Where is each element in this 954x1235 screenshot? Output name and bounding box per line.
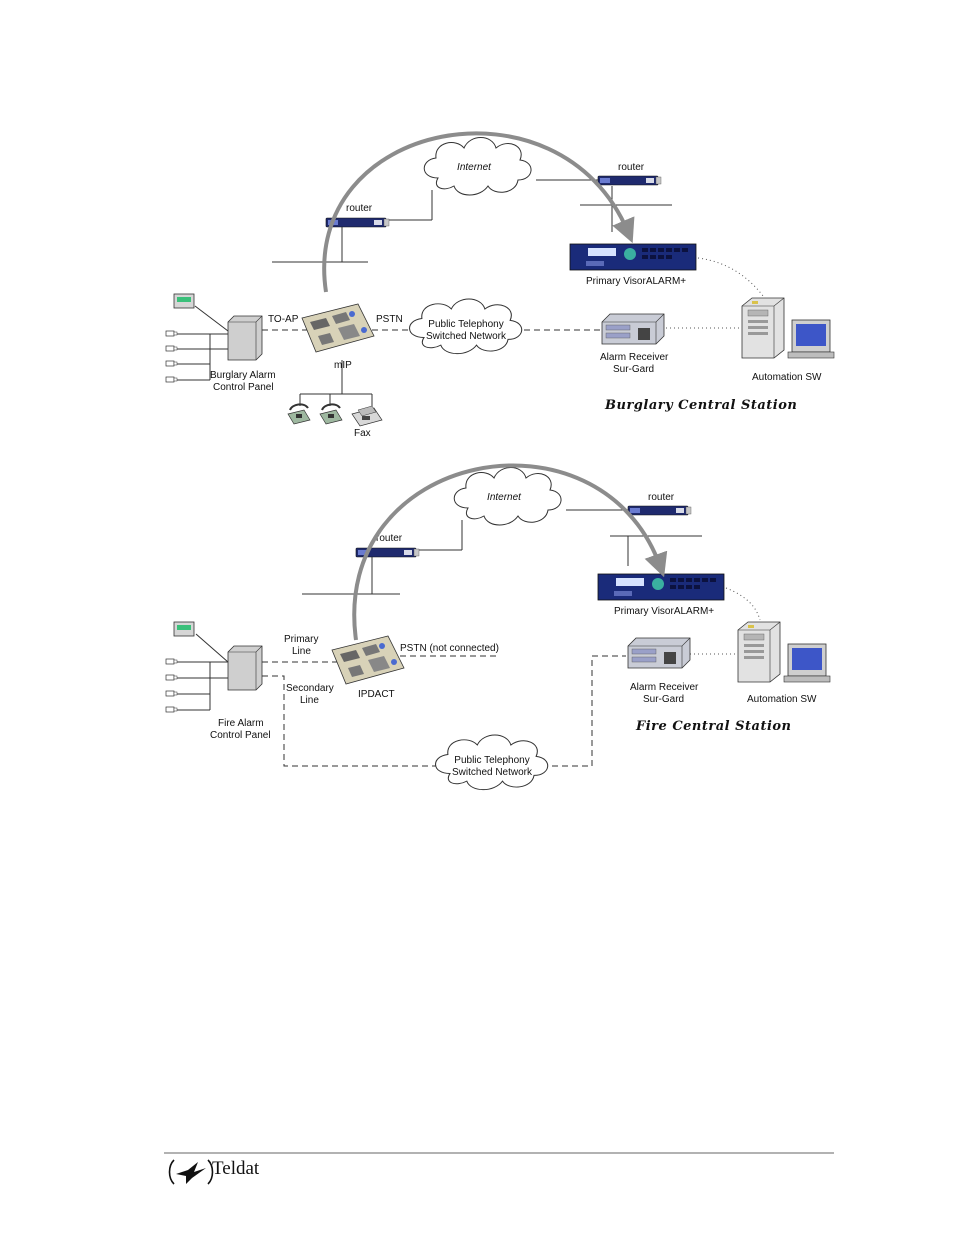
ipdact-board bbox=[331, 635, 405, 685]
router-right bbox=[597, 175, 662, 186]
sensor-icon bbox=[165, 706, 178, 713]
fax-icon bbox=[351, 405, 383, 427]
fire-pstn-cloud: Public Telephony Switched Network bbox=[435, 734, 549, 791]
to-ap-label: TO-AP bbox=[268, 314, 299, 325]
fire-automation-server bbox=[737, 621, 831, 683]
phone-icon bbox=[287, 403, 311, 425]
internet-arc bbox=[322, 131, 635, 293]
pstn-cloud-line1: Public Telephony bbox=[428, 319, 503, 330]
receiver-line2: Sur-Gard bbox=[613, 364, 654, 375]
fire-pstn-cloud-line2: Switched Network bbox=[452, 767, 533, 778]
internet-label: Internet bbox=[457, 162, 492, 173]
fire-internet-arc bbox=[352, 463, 668, 641]
automation-label: Automation SW bbox=[752, 372, 822, 383]
fire-panel-line1: Fire Alarm bbox=[218, 718, 264, 729]
fire-router-left-label: router bbox=[376, 533, 403, 544]
burglary-station-title: Burglary Central Station bbox=[604, 398, 797, 413]
secondary-line-label-2: Line bbox=[300, 695, 319, 706]
fire-router-right-label: router bbox=[648, 492, 675, 503]
fire-primary-visoralarm-label: Primary VisorALARM+ bbox=[614, 606, 714, 617]
panel-label-line2: Control Panel bbox=[213, 382, 274, 393]
fire-internet-label: Internet bbox=[487, 492, 522, 503]
burglary-diagram: Internet router router Primary VisorALAR… bbox=[165, 131, 835, 439]
fire-internet-cloud: Internet bbox=[453, 467, 562, 526]
alarm-receiver bbox=[601, 313, 665, 345]
fire-primary-visoralarm bbox=[597, 573, 725, 601]
fire-control-panel bbox=[227, 645, 263, 691]
primary-line-label-2: Line bbox=[292, 646, 311, 657]
fire-station-title: Fire Central Station bbox=[635, 719, 792, 734]
fire-diagram: Internet router router Primary VisorALAR… bbox=[165, 463, 831, 791]
fax-label: Fax bbox=[354, 428, 371, 439]
panel-label-line1: Burglary Alarm bbox=[210, 370, 276, 381]
fire-receiver-line2: Sur-Gard bbox=[643, 694, 684, 705]
footer-brand: Teldat bbox=[212, 1158, 260, 1179]
footer: Teldat bbox=[164, 1152, 834, 1185]
phone-icon bbox=[319, 403, 343, 425]
fire-automation-label: Automation SW bbox=[747, 694, 817, 705]
ipdact-label: IPDACT bbox=[358, 689, 395, 700]
burglary-control-panel bbox=[227, 315, 263, 361]
sensor-icon bbox=[165, 360, 178, 367]
fire-pstn-cloud-line1: Public Telephony bbox=[454, 755, 529, 766]
primary-visoralarm-label: Primary VisorALARM+ bbox=[586, 276, 686, 287]
sensor-icon bbox=[165, 330, 178, 337]
automation-server bbox=[741, 297, 835, 359]
fire-router-right bbox=[627, 505, 692, 516]
pstn-cloud: Public Telephony Switched Network bbox=[409, 298, 523, 355]
pstn-not-connected-label: PSTN (not connected) bbox=[400, 643, 499, 654]
pstn-label: PSTN bbox=[376, 314, 403, 325]
receiver-line1: Alarm Receiver bbox=[600, 352, 669, 363]
pstn-cloud-line2: Switched Network bbox=[426, 331, 507, 342]
internet-cloud: Internet bbox=[423, 137, 532, 196]
primary-visoralarm bbox=[569, 243, 697, 271]
fire-dotted-links bbox=[690, 587, 761, 655]
burglary-dotted-links bbox=[662, 257, 767, 329]
router-left-label: router bbox=[346, 203, 373, 214]
sensor-icon bbox=[165, 658, 178, 665]
fire-keypad-icon bbox=[173, 621, 195, 637]
sensor-icon bbox=[165, 690, 178, 697]
fire-dashed-links bbox=[262, 655, 626, 767]
fire-panel-line2: Control Panel bbox=[210, 730, 271, 741]
sensor-icon bbox=[165, 674, 178, 681]
fire-connections bbox=[175, 509, 702, 711]
fire-alarm-receiver bbox=[627, 637, 691, 669]
keypad-icon bbox=[173, 293, 195, 309]
sensor-icon bbox=[165, 345, 178, 352]
primary-line-label-1: Primary bbox=[284, 634, 318, 645]
router-right-label: router bbox=[618, 162, 645, 173]
sensor-icon bbox=[165, 376, 178, 383]
router-left bbox=[325, 217, 390, 228]
mip-board bbox=[301, 303, 375, 353]
burglary-connections bbox=[175, 179, 672, 406]
secondary-line-label-1: Secondary bbox=[286, 683, 334, 694]
fire-receiver-line1: Alarm Receiver bbox=[630, 682, 699, 693]
teldat-logo-icon bbox=[168, 1159, 214, 1185]
mip-label: mIP bbox=[334, 360, 352, 371]
